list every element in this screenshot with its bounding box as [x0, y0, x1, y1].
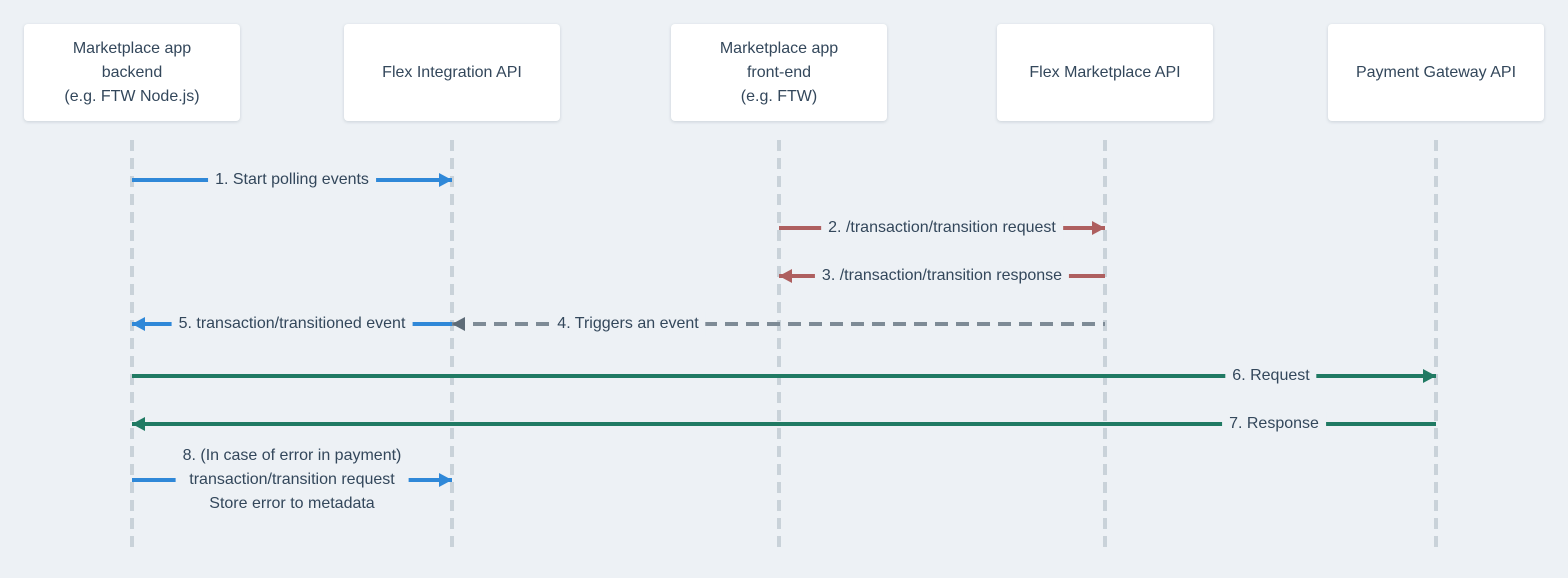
lifeline-marketplace-frontend: [777, 140, 781, 551]
message-5-label: 5. transaction/transitioned event: [171, 312, 413, 336]
message-6-label: 6. Request: [1225, 364, 1317, 388]
participant-marketplace-frontend: Marketplace app front-end (e.g. FTW): [671, 24, 887, 121]
lifeline-marketplace-backend: [130, 140, 134, 551]
participant-payment-gateway-api: Payment Gateway API: [1328, 24, 1544, 121]
message-5-arrowhead-left: [132, 317, 145, 331]
message-7-label: 7. Response: [1222, 412, 1326, 436]
participant-marketplace-backend: Marketplace app backend (e.g. FTW Node.j…: [24, 24, 240, 121]
message-4-label: 4. Triggers an event: [550, 312, 706, 336]
message-3-arrowhead-left: [779, 269, 792, 283]
message-4-line: [452, 322, 1105, 326]
message-1-label: 1. Start polling events: [208, 168, 376, 192]
lifeline-flex-integration-api: [450, 140, 454, 551]
message-7-line: [132, 422, 1436, 426]
message-4-arrowhead-left: [452, 317, 465, 331]
message-2-arrowhead-right: [1092, 221, 1105, 235]
participant-flex-integration-api: Flex Integration API: [344, 24, 560, 121]
message-8-arrowhead-right: [439, 473, 452, 487]
message-7-arrowhead-left: [132, 417, 145, 431]
message-6-line: [132, 374, 1436, 378]
message-3-label: 3. /transaction/transition response: [814, 264, 1070, 288]
message-6-arrowhead-right: [1423, 369, 1436, 383]
lifeline-flex-marketplace-api: [1103, 140, 1107, 551]
message-2-label: 2. /transaction/transition request: [821, 216, 1063, 240]
message-1-arrowhead-right: [439, 173, 452, 187]
participant-flex-marketplace-api: Flex Marketplace API: [997, 24, 1213, 121]
message-8-label: 8. (In case of error in payment) transac…: [175, 444, 409, 516]
lifeline-payment-gateway-api: [1434, 140, 1438, 551]
